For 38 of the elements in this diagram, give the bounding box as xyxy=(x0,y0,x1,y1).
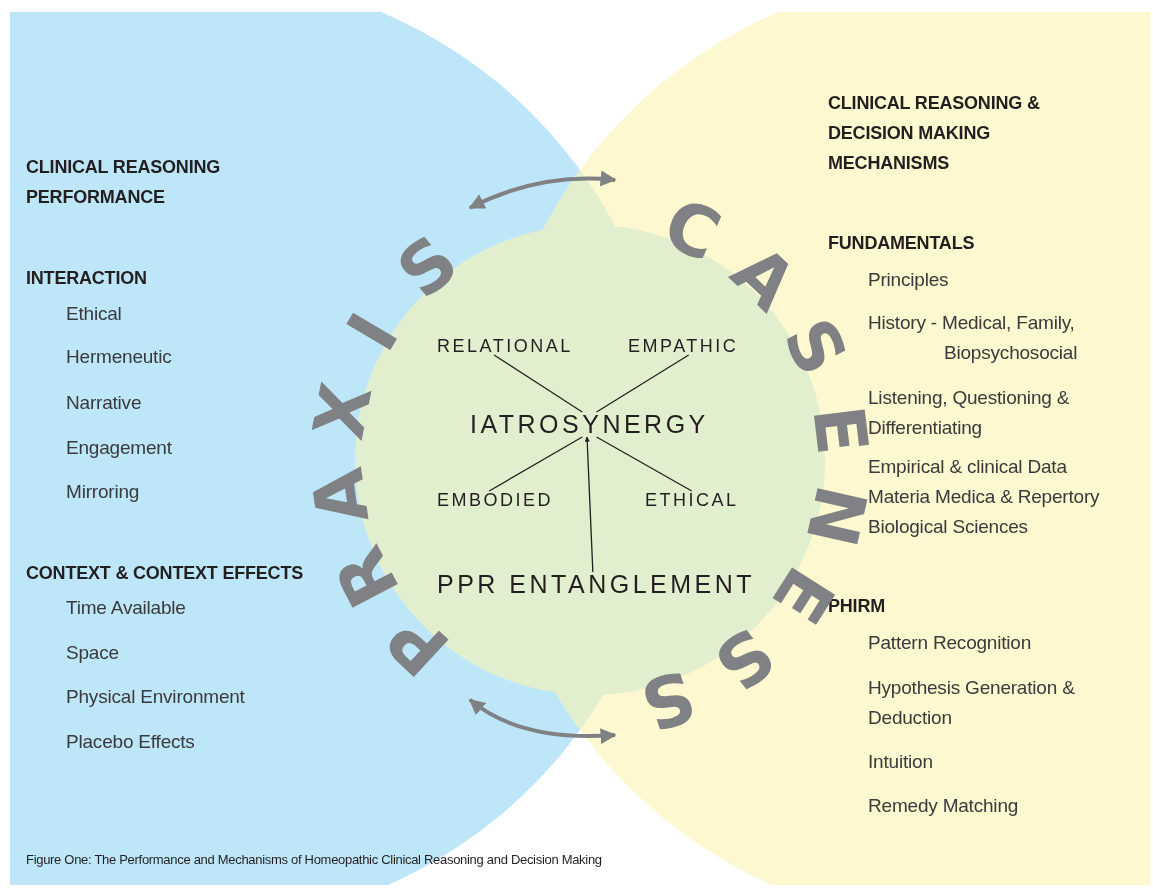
arrow xyxy=(584,436,594,573)
connector-line xyxy=(595,354,690,413)
connector-line xyxy=(488,436,583,492)
term-label: EMPATHIC xyxy=(628,337,739,355)
list-item: Hypothesis Generation & Deduction xyxy=(868,676,1076,730)
list-item: Engagement xyxy=(66,436,172,460)
list-item: Materia Medica & Repertory xyxy=(868,485,1100,509)
list-item: Ethical xyxy=(66,302,122,326)
section-heading: CLINICAL REASONING & DECISION MAKING MECHANISMS xyxy=(828,92,1041,175)
list-item: Pattern Recognition xyxy=(868,631,1032,655)
list-item: Principles xyxy=(868,268,949,292)
list-item: Biological Sciences xyxy=(868,515,1028,539)
list-item: Placebo Effects xyxy=(66,730,195,754)
connector-line xyxy=(493,354,583,413)
section-heading: FUNDAMENTALS xyxy=(828,232,975,255)
caption: Figure One: The Performance and Mechanisms of Homeopathic Clinical Reasoning and Decision Making xyxy=(26,852,602,867)
list-item: Time Available xyxy=(66,596,186,620)
list-item: Intuition xyxy=(868,750,933,774)
term-label: ETHICAL xyxy=(645,491,739,509)
section-heading: INTERACTION xyxy=(26,267,147,290)
list-item: Space xyxy=(66,641,119,665)
list-item: History - Medical, Family, Biopsychosocial xyxy=(868,311,1079,365)
list-item: Mirroring xyxy=(66,480,140,504)
term-label: EMBODIED xyxy=(437,491,553,509)
connector-line xyxy=(595,436,693,492)
list-item: Empirical & clinical Data xyxy=(868,455,1067,479)
double-headed-arrow xyxy=(468,698,617,744)
center-term: PPR ENTANGLEMENT xyxy=(437,572,756,597)
center-term: IATROSYNERGY xyxy=(470,412,709,437)
list-item: Narrative xyxy=(66,391,142,415)
term-label: RELATIONAL xyxy=(437,337,573,355)
list-item: Hermeneutic xyxy=(66,345,172,369)
section-heading: CLINICAL REASONING PERFORMANCE xyxy=(26,156,222,209)
list-item: Remedy Matching xyxy=(868,794,1019,818)
list-item: Physical Environment xyxy=(66,685,245,709)
double-headed-arrow xyxy=(468,170,617,210)
list-item: Listening, Questioning & Differentiating xyxy=(868,386,1071,438)
section-heading: CONTEXT & CONTEXT EFFECTS xyxy=(26,562,303,585)
